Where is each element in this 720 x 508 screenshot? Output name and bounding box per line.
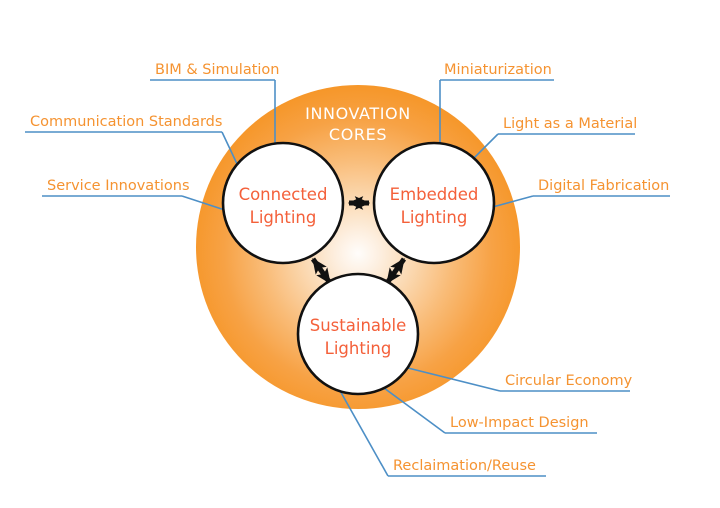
callout-label-communication-standards: Communication Standards: [30, 114, 222, 130]
callout-label-light-as-a-material: Light as a Material: [503, 116, 637, 132]
core-label-connected-line-2: Lighting: [250, 208, 317, 227]
core-circles: Connected Lighting Embedded Lighting Sus…: [221, 141, 496, 396]
callout-labels: BIM & Simulation Communication Standards…: [30, 62, 669, 474]
callout-label-circular-economy: Circular Economy: [505, 373, 633, 389]
core-label-sustainable-line-1: Sustainable: [310, 316, 406, 335]
callout-label-miniaturization: Miniaturization: [444, 62, 552, 78]
leader-reclaimation-reuse: [333, 379, 389, 477]
callout-label-digital-fabrication: Digital Fabrication: [538, 178, 669, 194]
core-label-connected-line-1: Connected: [239, 185, 328, 204]
core-circle-embedded[interactable]: [372, 141, 496, 265]
core-label-sustainable-line-2: Lighting: [325, 339, 392, 358]
core-sustainable-lighting[interactable]: Sustainable Lighting: [296, 272, 420, 396]
hub-title-line-2: CORES: [329, 125, 387, 144]
connector-connected-sustainable: [310, 257, 333, 285]
callout-label-reclaimation-reuse: Reclaimation/Reuse: [393, 458, 536, 474]
callout-label-low-impact-design: Low-Impact Design: [450, 415, 589, 431]
leader-communication-standards: [221, 131, 239, 167]
core-connectors: [310, 196, 407, 285]
core-embedded-lighting[interactable]: Embedded Lighting: [372, 141, 496, 265]
callout-label-service-innovations: Service Innovations: [47, 178, 190, 194]
core-label-embedded-line-2: Lighting: [401, 208, 468, 227]
hub-title-line-1: INNOVATION: [305, 104, 411, 123]
callout-underlines: [25, 79, 670, 477]
connector-embedded-sustainable: [384, 257, 407, 285]
core-connected-lighting[interactable]: Connected Lighting: [221, 141, 345, 265]
callout-label-bim-simulation: BIM & Simulation: [155, 62, 280, 78]
core-circle-connected[interactable]: [221, 141, 345, 265]
core-label-embedded-line-1: Embedded: [390, 185, 479, 204]
leader-circular-economy: [403, 366, 501, 392]
core-circle-sustainable[interactable]: [296, 272, 420, 396]
leader-low-impact-design: [379, 384, 446, 434]
